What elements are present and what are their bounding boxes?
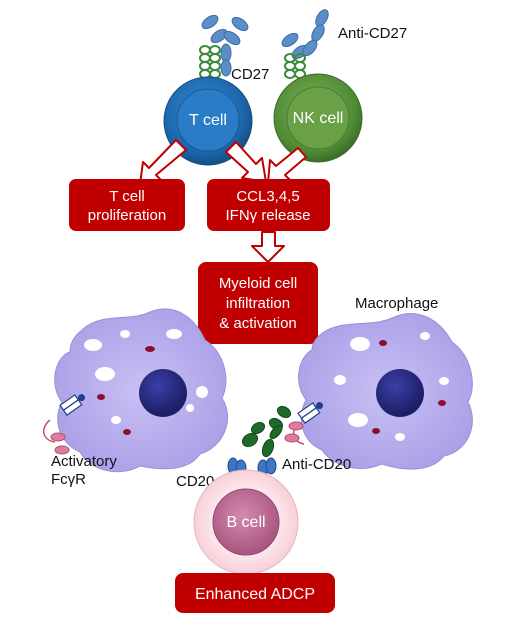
activatory-fcgr-receptor-right — [284, 402, 324, 445]
cd27-receptor-right — [284, 53, 306, 79]
nk-cell-label: NK cell — [293, 110, 344, 127]
enhanced-adcp-box: Enhanced ADCP — [175, 573, 335, 613]
myeloid-line2: infiltration — [226, 295, 290, 312]
t-cell-label: T cell — [189, 112, 227, 129]
arrow-tcell-to-proliferation — [139, 139, 187, 185]
t-cell-proliferation-line2: proliferation — [88, 207, 166, 224]
nk-cell: NK cell — [273, 73, 363, 163]
anti-cd20-antibody — [241, 405, 292, 458]
myeloid-infiltration-box: Myeloid cell infiltration & activation — [198, 262, 318, 344]
arrow-nkcell-to-ccl — [267, 147, 307, 184]
anti-cd27-antibody-left — [201, 14, 249, 77]
b-cell-label: B cell — [226, 514, 265, 531]
activatory-label-line2: FcγR — [51, 471, 86, 488]
arrow-ccl-to-myeloid — [251, 231, 285, 263]
anti-cd20-label: Anti-CD20 — [282, 456, 351, 473]
cd20-label: CD20 — [176, 473, 214, 490]
t-cell: T cell — [163, 76, 253, 166]
ccl-ifn-release-box: CCL3,4,5 IFNγ release — [207, 179, 330, 231]
ccl-line2: IFNγ release — [225, 207, 310, 224]
activatory-label-line1: Activatory — [51, 453, 117, 470]
cd27-label: CD27 — [231, 66, 269, 83]
anti-cd27-label: Anti-CD27 — [338, 25, 407, 42]
macrophage-right — [298, 313, 473, 470]
t-cell-proliferation-box: T cell proliferation — [69, 179, 185, 231]
anti-cd27-antibody-right — [281, 9, 329, 60]
myeloid-line1: Myeloid cell — [219, 275, 297, 292]
macrophage-left — [54, 308, 228, 473]
myeloid-line3: & activation — [219, 315, 297, 332]
activatory-fcgr-receptor-left — [43, 394, 86, 455]
ccl-line1: CCL3,4,5 — [236, 188, 299, 205]
arrow-tcell-to-ccl — [225, 141, 267, 183]
b-cell: B cell — [193, 469, 299, 575]
macrophage-label: Macrophage — [355, 295, 438, 312]
t-cell-proliferation-line1: T cell — [109, 188, 145, 205]
cd27-receptor-left — [199, 45, 221, 79]
enhanced-adcp-label: Enhanced ADCP — [195, 586, 315, 603]
